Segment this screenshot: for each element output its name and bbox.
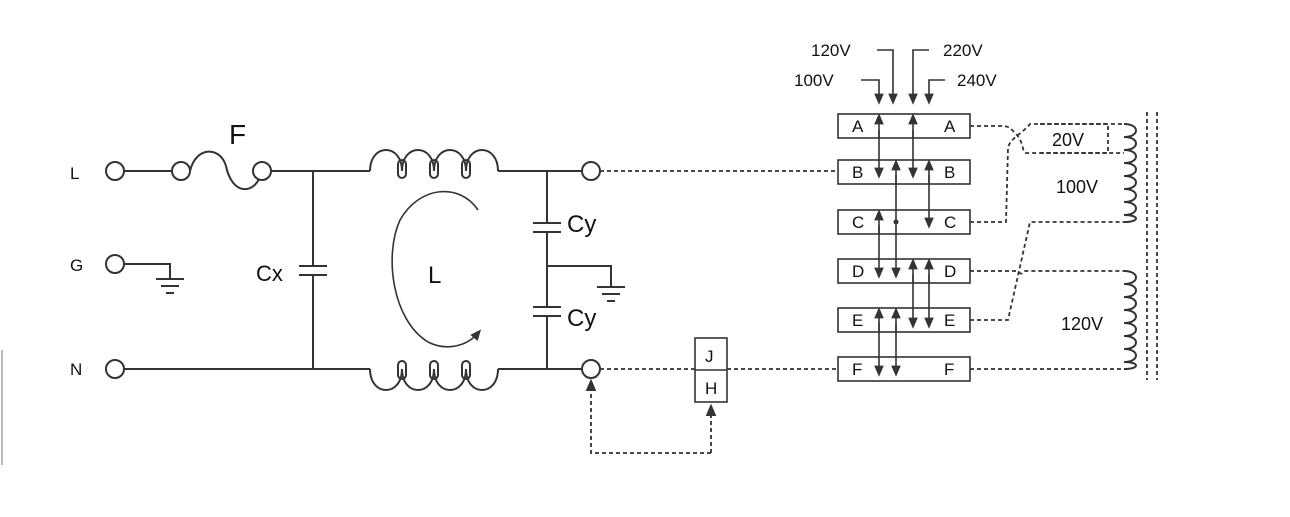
row-d-left: D	[852, 262, 864, 281]
fuse-symbol	[171, 150, 272, 191]
row-a-left: A	[852, 117, 864, 136]
input-120v-label: 120V	[811, 41, 851, 60]
row-a-right: A	[944, 117, 956, 136]
transformer-core	[1146, 112, 1158, 380]
output-terminal-l	[581, 161, 601, 181]
row-f-right: F	[944, 360, 954, 379]
line-label-n: N	[70, 360, 82, 379]
terminal-n	[105, 359, 125, 379]
selector-jumpers	[874, 113, 934, 377]
winding-100v-label: 100V	[1056, 177, 1098, 197]
choke-label: L	[428, 262, 441, 289]
input-220v-label: 220V	[943, 41, 983, 60]
input-100v-label: 100V	[794, 71, 834, 90]
line-label-g: G	[70, 256, 83, 275]
selector-row-a	[837, 113, 971, 139]
connector-jh	[694, 337, 728, 403]
connector-j-label: J	[705, 347, 714, 366]
cx-label: Cx	[256, 261, 283, 286]
winding-20v-label: 20V	[1052, 130, 1084, 150]
row-c-right: C	[944, 213, 956, 232]
row-c-left: C	[852, 213, 864, 232]
winding-120v-label: 120V	[1061, 314, 1103, 334]
row-b-left: B	[852, 163, 863, 182]
row-f-left: F	[852, 360, 862, 379]
choke-top-coil	[369, 149, 499, 179]
line-label-l: L	[70, 164, 79, 183]
selector-row-e	[837, 307, 971, 333]
transformer-dashed-links	[970, 123, 1124, 370]
fuse-label: F	[229, 119, 246, 150]
output-terminal-n	[581, 359, 601, 379]
row-b-right: B	[944, 163, 955, 182]
connector-h-label: H	[705, 379, 717, 398]
flux-loop-arrow	[391, 190, 482, 348]
row-e-left: E	[852, 311, 863, 330]
cy-capacitors	[533, 171, 625, 369]
row-e-right: E	[944, 311, 955, 330]
transformer-winding-top	[1123, 123, 1137, 223]
ground-g-symbol	[124, 263, 184, 294]
terminal-g	[105, 254, 125, 274]
cy-top-label: Cy	[567, 211, 596, 238]
cx-capacitor	[299, 171, 327, 369]
voltage-selector-inputs	[861, 49, 945, 105]
input-240v-label: 240V	[957, 71, 997, 90]
terminal-l	[105, 161, 125, 181]
cy-bottom-label: Cy	[567, 305, 596, 332]
transformer-winding-bottom	[1123, 270, 1137, 370]
row-d-right: D	[944, 262, 956, 281]
choke-bottom-coil	[369, 360, 499, 391]
dashed-loop-back	[585, 378, 711, 454]
selector-row-b	[837, 159, 971, 185]
selector-row-f	[837, 356, 971, 382]
